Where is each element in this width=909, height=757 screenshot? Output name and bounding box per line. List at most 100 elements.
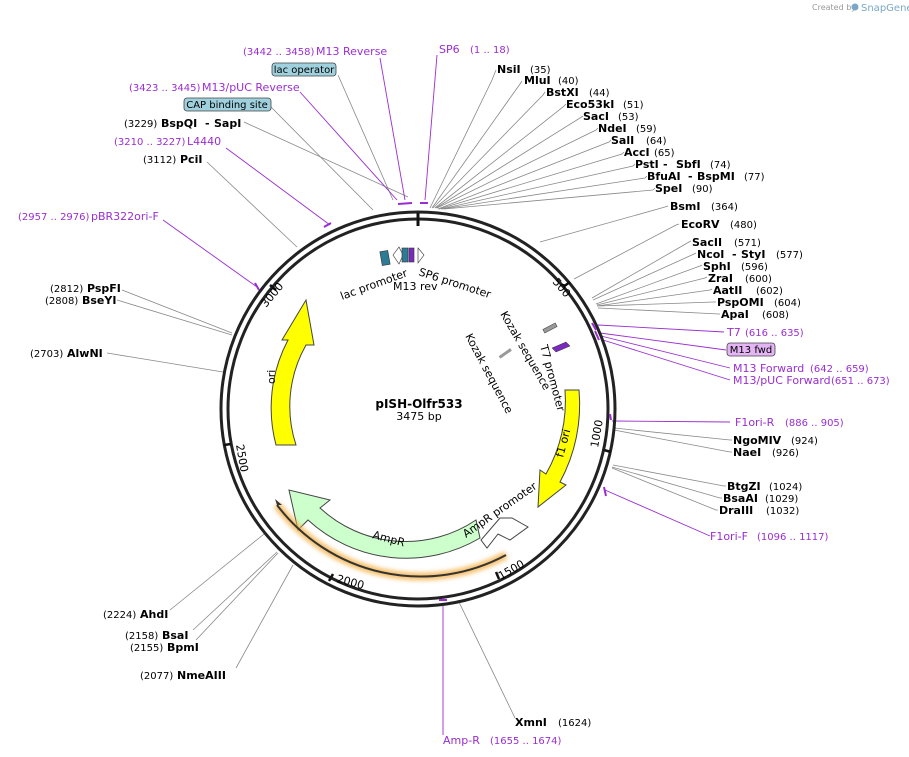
f1-ori-feature (537, 389, 581, 509)
leader-line (438, 151, 625, 210)
site-name: NmeAIII (177, 669, 226, 682)
site-name: SphI (703, 260, 731, 273)
site-name: DraIII (719, 504, 753, 517)
site-position: (2812) (50, 284, 83, 295)
site-position: (2808) (45, 296, 78, 307)
primer-leader-line (597, 324, 725, 333)
tick-marks (223, 280, 612, 582)
site-name: PspFI (87, 282, 121, 295)
leader-line (597, 307, 720, 315)
site-position: (2224) (103, 610, 136, 621)
site-name: NaeI (733, 446, 761, 459)
primer-arc-pbr322ori-f (254, 282, 260, 291)
site-name: ApaI (721, 308, 749, 321)
lac-operator-feature (379, 250, 391, 266)
site-name: SalI (611, 134, 634, 147)
lac-operator-label: lac operator (274, 65, 335, 76)
leader-line (206, 161, 298, 248)
primer-name-m13-puc-forward: M13/pUC Forward (733, 374, 831, 387)
backbone-outer-strand (219, 210, 617, 608)
cap-binding-site-feature (392, 246, 404, 265)
leader-line (440, 163, 636, 210)
primer-leader-line (599, 332, 727, 351)
leader-line (573, 223, 680, 280)
site-name: BstXI (546, 86, 579, 99)
site-separator: - (205, 117, 210, 130)
highlight-strand (276, 504, 507, 578)
leader-line (597, 301, 716, 307)
site-position: (604) (774, 298, 801, 309)
leader-line (437, 139, 612, 210)
primer-arc-f1ori-f (603, 486, 607, 497)
site-name: NgoMIV (733, 434, 782, 447)
lac-promoter-feature (401, 247, 409, 263)
primer-name-f1ori-r: F1ori-R (735, 416, 775, 429)
primer-position: (1 .. 18) (470, 45, 510, 56)
site-position: (924) (791, 436, 818, 447)
tick-label: 1000 (588, 419, 606, 449)
leader-line (243, 121, 409, 198)
primer-leader-line (600, 335, 731, 369)
site-name: PstI (635, 158, 659, 171)
snapgene-logo-icon (851, 3, 859, 11)
site-leader-lines (106, 69, 732, 719)
m13-fwd-box (726, 342, 776, 357)
site-name: BsmI (670, 200, 701, 213)
site-position: (90) (692, 184, 713, 195)
primer-leader-line (611, 420, 731, 423)
site-name: NcoI (697, 248, 724, 261)
tick-mark (327, 573, 335, 582)
leader-line (457, 599, 516, 719)
leader-line (431, 80, 523, 209)
site-name: EcoRV (681, 218, 720, 231)
leader-line (195, 552, 279, 641)
primer-leader-line (225, 147, 331, 226)
leader-line (116, 299, 233, 336)
tick-mark (562, 280, 571, 289)
tick-mark (494, 571, 501, 580)
primer-position: (651 .. 673) (831, 376, 890, 387)
leader-line (192, 551, 278, 631)
leader-line (613, 427, 732, 441)
site-position: (1024) (769, 482, 802, 493)
leader-line (611, 466, 722, 499)
primer-position: (886 .. 905) (785, 418, 844, 429)
site-name: BseYI (82, 294, 116, 307)
kozak-sequence-feature (498, 348, 512, 359)
leader-line (592, 252, 697, 301)
leader-line (121, 289, 233, 334)
site-name: ZraI (708, 272, 733, 285)
features (270, 246, 581, 581)
site-separator: - (688, 170, 693, 183)
feature-label-kozak-sequence: Kozak sequence (462, 331, 515, 416)
site-position: (64) (646, 136, 667, 147)
primer-name-m13-forward: M13 Forward (733, 362, 804, 375)
leader-line (432, 91, 546, 209)
leader-line (596, 276, 708, 306)
site-name: SpeI (655, 182, 682, 195)
site-name: BfuAI (647, 170, 681, 183)
watermark: Created by SnapGene (812, 3, 909, 14)
site-name: BpmI (167, 641, 199, 654)
leader-line (337, 74, 394, 201)
leader-line (435, 115, 584, 209)
site-position: (65) (654, 148, 675, 159)
kozak-sequence-feature (542, 322, 558, 334)
lac-operator-box (271, 62, 337, 77)
primer-leader-line (604, 489, 711, 537)
site-name: PciI (180, 153, 202, 166)
site-name-secondary: SbfI (676, 158, 701, 171)
leader-line (611, 467, 718, 511)
site-name: AhdI (140, 608, 168, 621)
primer-position: (2957 .. 2976) (18, 212, 90, 223)
primer-position: (1096 .. 1117) (757, 532, 829, 543)
primer-arc-m13-reverse (397, 202, 413, 205)
site-name-secondary: BspMI (697, 170, 735, 183)
primer-name-l4440: L4440 (187, 135, 221, 148)
plasmid-name: pISH-Olfr533 (375, 397, 462, 411)
primer-position: (3423 .. 3445) (129, 83, 201, 94)
m13-rev-feature (408, 247, 415, 263)
leader-line (269, 105, 374, 211)
site-position: (53) (618, 112, 639, 123)
plasmid-length: 3475 bp (396, 410, 441, 423)
